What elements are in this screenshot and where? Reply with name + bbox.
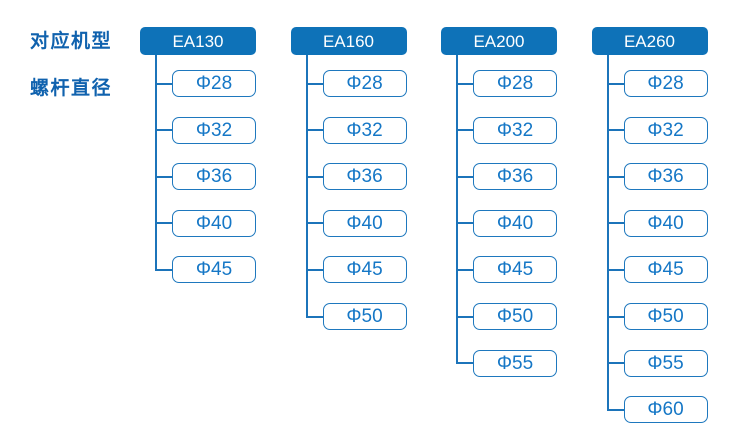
diameter-box: Φ50 [322,303,407,330]
diameter-box: Φ28 [322,70,407,97]
tree-branch-line [456,315,474,318]
tree-branch-line [305,315,324,318]
diameter-box: Φ45 [172,256,256,284]
diameter-box: Φ40 [473,209,557,237]
tree-branch-line [155,222,173,225]
tree-vertical-line [155,55,157,270]
diameter-box: Φ32 [172,116,256,144]
model-header: EA200 [441,27,557,55]
tree-vertical-line [456,55,458,364]
diameter-box: Φ32 [322,116,407,144]
tree-branch-line [456,362,474,365]
tree-branch-line [606,82,625,85]
model-header: EA160 [290,27,407,55]
diameter-box: Φ32 [623,116,708,144]
tree-branch-line [456,222,474,225]
tree-branch-line [606,129,625,132]
tree-branch-line [155,175,173,178]
diameter-box: Φ40 [322,209,407,237]
diameter-box: Φ50 [623,303,708,330]
tree-branch-line [305,268,324,271]
tree-branch-line [305,222,324,225]
diameter-box: Φ32 [473,116,557,144]
model-header: EA130 [140,27,256,55]
tree-branch-line [606,175,625,178]
diameter-box: Φ40 [623,209,708,237]
tree-branch-line [606,268,625,271]
label-model-row: 对应机型 [30,31,113,52]
tree-branch-line [305,175,324,178]
tree-branch-line [606,362,625,365]
tree-branch-line [155,268,173,271]
tree-branch-line [305,82,324,85]
model-header: EA260 [591,27,708,55]
diameter-box: Φ45 [623,256,708,284]
tree-branch-line [456,268,474,271]
tree-branch-line [155,82,173,85]
tree-vertical-line [606,55,609,410]
diameter-box: Φ28 [473,70,557,97]
tree-vertical-line [305,55,308,317]
tree-branch-line [456,129,474,132]
diameter-box: Φ55 [473,349,557,377]
diameter-box: Φ36 [473,163,557,191]
diameter-box: Φ40 [172,209,256,237]
diameter-box: Φ45 [322,256,407,284]
tree-branch-line [456,82,474,85]
diameter-box: Φ36 [172,163,256,191]
tree-branch-line [606,408,625,411]
diameter-box: Φ60 [623,396,708,424]
diameter-box: Φ36 [623,163,708,191]
tree-branch-line [155,129,173,132]
tree-branch-line [305,129,324,132]
diameter-box: Φ28 [623,70,708,97]
diameter-box: Φ50 [473,303,557,330]
diameter-box: Φ36 [322,163,407,191]
tree-branch-line [606,222,625,225]
label-diameter-row: 螺杆直径 [30,78,113,99]
tree-branch-line [606,315,625,318]
diameter-box: Φ45 [473,256,557,284]
tree-branch-line [456,175,474,178]
diameter-box: Φ28 [172,70,256,97]
diameter-box: Φ55 [623,349,708,377]
